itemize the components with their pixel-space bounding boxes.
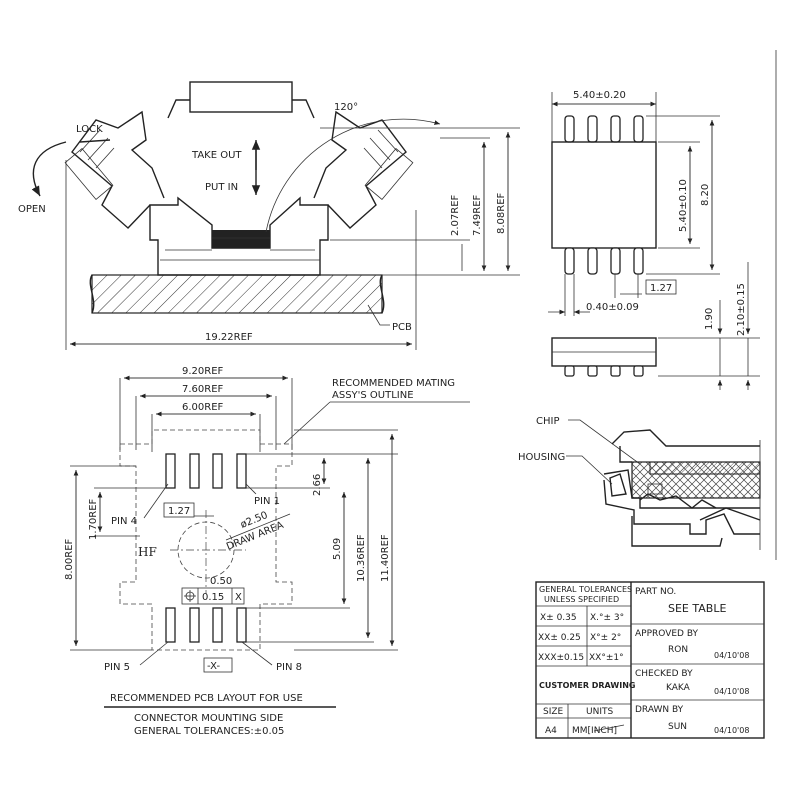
tb-approved-name: RON bbox=[668, 645, 688, 655]
side-view: 120° TAKE OUT PUT IN LOCK OPEN PCB 19.22… bbox=[18, 81, 520, 350]
dim-pcb-170: 1.70REF bbox=[88, 498, 99, 540]
dim-pcb-1140: 11.40REF bbox=[380, 534, 391, 582]
pcb-caption: RECOMMENDED PCB LAYOUT FOR USE bbox=[110, 693, 303, 704]
left-arm bbox=[71, 110, 165, 229]
tb-units-label: UNITS bbox=[586, 707, 613, 717]
pin1-label: PIN 1 bbox=[254, 496, 280, 507]
tb-general-tol-1: GENERAL TOLERANCES bbox=[539, 585, 632, 594]
dim-pcb-509: 5.09 bbox=[332, 538, 343, 560]
dim-side-h2: 7.49REF bbox=[472, 194, 483, 236]
dim-side-h3: 8.08REF bbox=[496, 192, 507, 234]
tb-tol-ang2: X°± 2° bbox=[590, 633, 621, 643]
tb-part-no-label: PART NO. bbox=[635, 587, 676, 597]
lock-label: LOCK bbox=[76, 124, 103, 135]
tb-size-label: SIZE bbox=[543, 707, 564, 717]
take-out-label: TAKE OUT bbox=[191, 150, 242, 161]
housing-label: HOUSING bbox=[518, 452, 565, 463]
dim-pcb-600: 6.00REF bbox=[182, 402, 224, 413]
tb-checked-label: CHECKED BY bbox=[635, 669, 693, 679]
open-label: OPEN bbox=[18, 204, 46, 215]
dim-pcb-127: 1.27 bbox=[168, 506, 190, 517]
tb-size-value: A4 bbox=[545, 726, 557, 736]
tol-frame-datum: X bbox=[235, 592, 242, 603]
tb-checked-date: 04/10'08 bbox=[714, 687, 749, 696]
hf-mark: HF bbox=[138, 545, 157, 559]
dim-pcb-266: 2.66 bbox=[312, 474, 323, 496]
tb-drawn-name: SUN bbox=[668, 722, 687, 732]
pcb-sub2: GENERAL TOLERANCES:±0.05 bbox=[134, 726, 284, 737]
put-in-label: PUT IN bbox=[205, 182, 238, 193]
pin4-label: PIN 4 bbox=[111, 516, 137, 527]
dim-pcb-920: 9.20REF bbox=[182, 366, 224, 377]
tb-drawn-date: 04/10'08 bbox=[714, 726, 749, 735]
datum-x: -X- bbox=[207, 661, 220, 672]
dim-chip-pitch: 1.27 bbox=[650, 283, 672, 294]
tb-tol-ang3: XX°±1° bbox=[589, 653, 624, 663]
chip-label: CHIP bbox=[536, 416, 559, 427]
tb-tol-xx: XX± 0.25 bbox=[538, 633, 581, 643]
dim-chip-lead: 0.40±0.09 bbox=[586, 302, 639, 313]
angle-label: 120° bbox=[334, 102, 358, 113]
pin8-label: PIN 8 bbox=[276, 662, 302, 673]
tb-tol-ang1: X.°± 3° bbox=[590, 613, 624, 623]
dim-chip-height: 1.90 bbox=[704, 308, 715, 330]
dim-chip-thickness: 2.10±0.15 bbox=[736, 283, 747, 336]
dim-chip-total: 8.20 bbox=[700, 184, 711, 206]
right-arm bbox=[313, 110, 407, 229]
mating-outline bbox=[119, 429, 293, 651]
tb-part-no-value: SEE TABLE bbox=[668, 602, 726, 615]
dim-chip-body: 5.40±0.10 bbox=[678, 179, 689, 232]
dim-pcb-050: 0.50 bbox=[210, 576, 232, 587]
tb-general-tol-2: UNLESS SPECIFIED bbox=[544, 595, 619, 604]
section-outer bbox=[611, 429, 760, 447]
pcb-sub1: CONNECTOR MOUNTING SIDE bbox=[134, 713, 283, 724]
pcb-layout-view: 9.20REF 7.60REF 6.00REF RECOMMENDED MATI… bbox=[64, 366, 470, 737]
pcb-label: PCB bbox=[392, 322, 412, 333]
tb-tol-xxx: XXX±0.15 bbox=[538, 653, 584, 663]
tb-drawn-label: DRAWN BY bbox=[635, 705, 684, 715]
mating-label-1: RECOMMENDED MATING bbox=[332, 378, 455, 389]
pcb-board bbox=[91, 274, 383, 314]
chip-body bbox=[551, 141, 657, 249]
chip-top bbox=[167, 81, 315, 119]
mating-label-2: ASSY'S OUTLINE bbox=[332, 390, 414, 401]
tb-approved-date: 04/10'08 bbox=[714, 651, 749, 660]
tb-tol-x: X± 0.35 bbox=[540, 613, 577, 623]
tb-checked-name: KAKA bbox=[666, 683, 691, 693]
dim-pcb-1036: 10.36REF bbox=[356, 534, 367, 582]
dim-side-width: 19.22REF bbox=[205, 332, 253, 343]
dim-pcb-760: 7.60REF bbox=[182, 384, 224, 395]
dim-side-h1: 2.07REF bbox=[450, 194, 461, 236]
tol-frame-value: 0.15 bbox=[202, 592, 224, 603]
tb-approved-label: APPROVED BY bbox=[635, 629, 699, 639]
tb-customer: CUSTOMER DRAWING bbox=[539, 681, 635, 690]
dim-chip-width: 5.40±0.20 bbox=[573, 90, 626, 101]
section-view: CHIP HOUSING bbox=[518, 416, 761, 550]
chip-view: 5.40±0.20 5.40±0.10 8.20 1.27 bbox=[548, 90, 760, 390]
title-block: GENERAL TOLERANCES UNLESS SPECIFIED X± 0… bbox=[535, 581, 765, 739]
pin5-label: PIN 5 bbox=[104, 662, 130, 673]
dim-pcb-800: 8.00REF bbox=[64, 538, 75, 580]
